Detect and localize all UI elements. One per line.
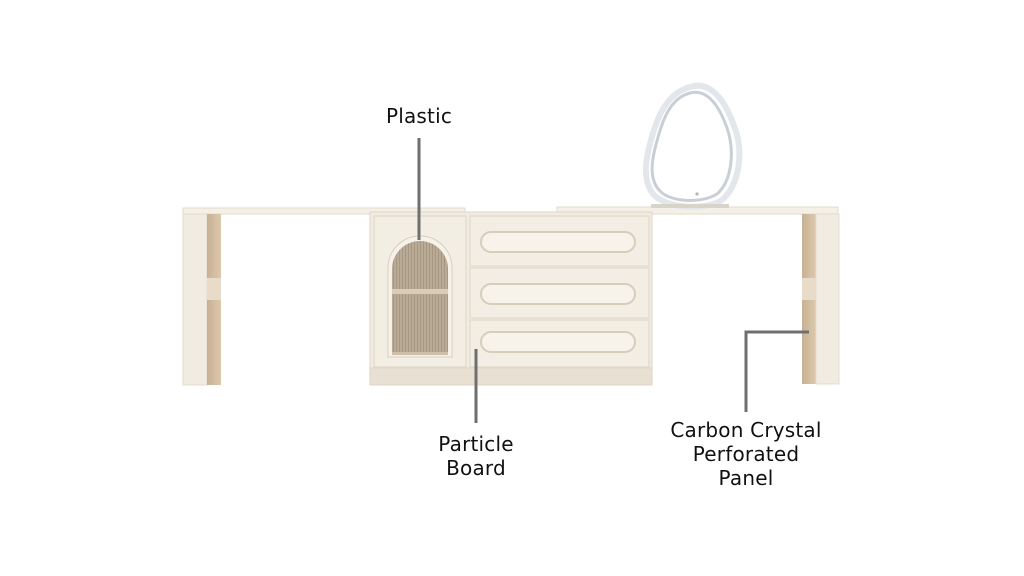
carbon-panel-leader-line [744, 330, 809, 412]
particle-board-label: Particle Board [416, 432, 536, 480]
carbon-panel-label-line-1: Carbon Crystal [670, 418, 822, 442]
carbon-panel-label: Carbon Crystal Perforated Panel [640, 418, 852, 490]
led-mirror [642, 82, 743, 210]
carbon-panel-label-line-3: Panel [718, 466, 774, 490]
carbon-panel-label-line-2: Perforated [692, 442, 800, 466]
right-leg [802, 213, 840, 385]
left-leg [182, 213, 221, 386]
particle-board-label-line-2: Board [446, 456, 506, 480]
plastic-label-line: Plastic [385, 104, 453, 128]
cabinet [369, 211, 653, 386]
particle-board-label-line-1: Particle [438, 432, 514, 456]
plastic-label: Plastic [360, 104, 478, 128]
leader-lines [417, 138, 809, 423]
